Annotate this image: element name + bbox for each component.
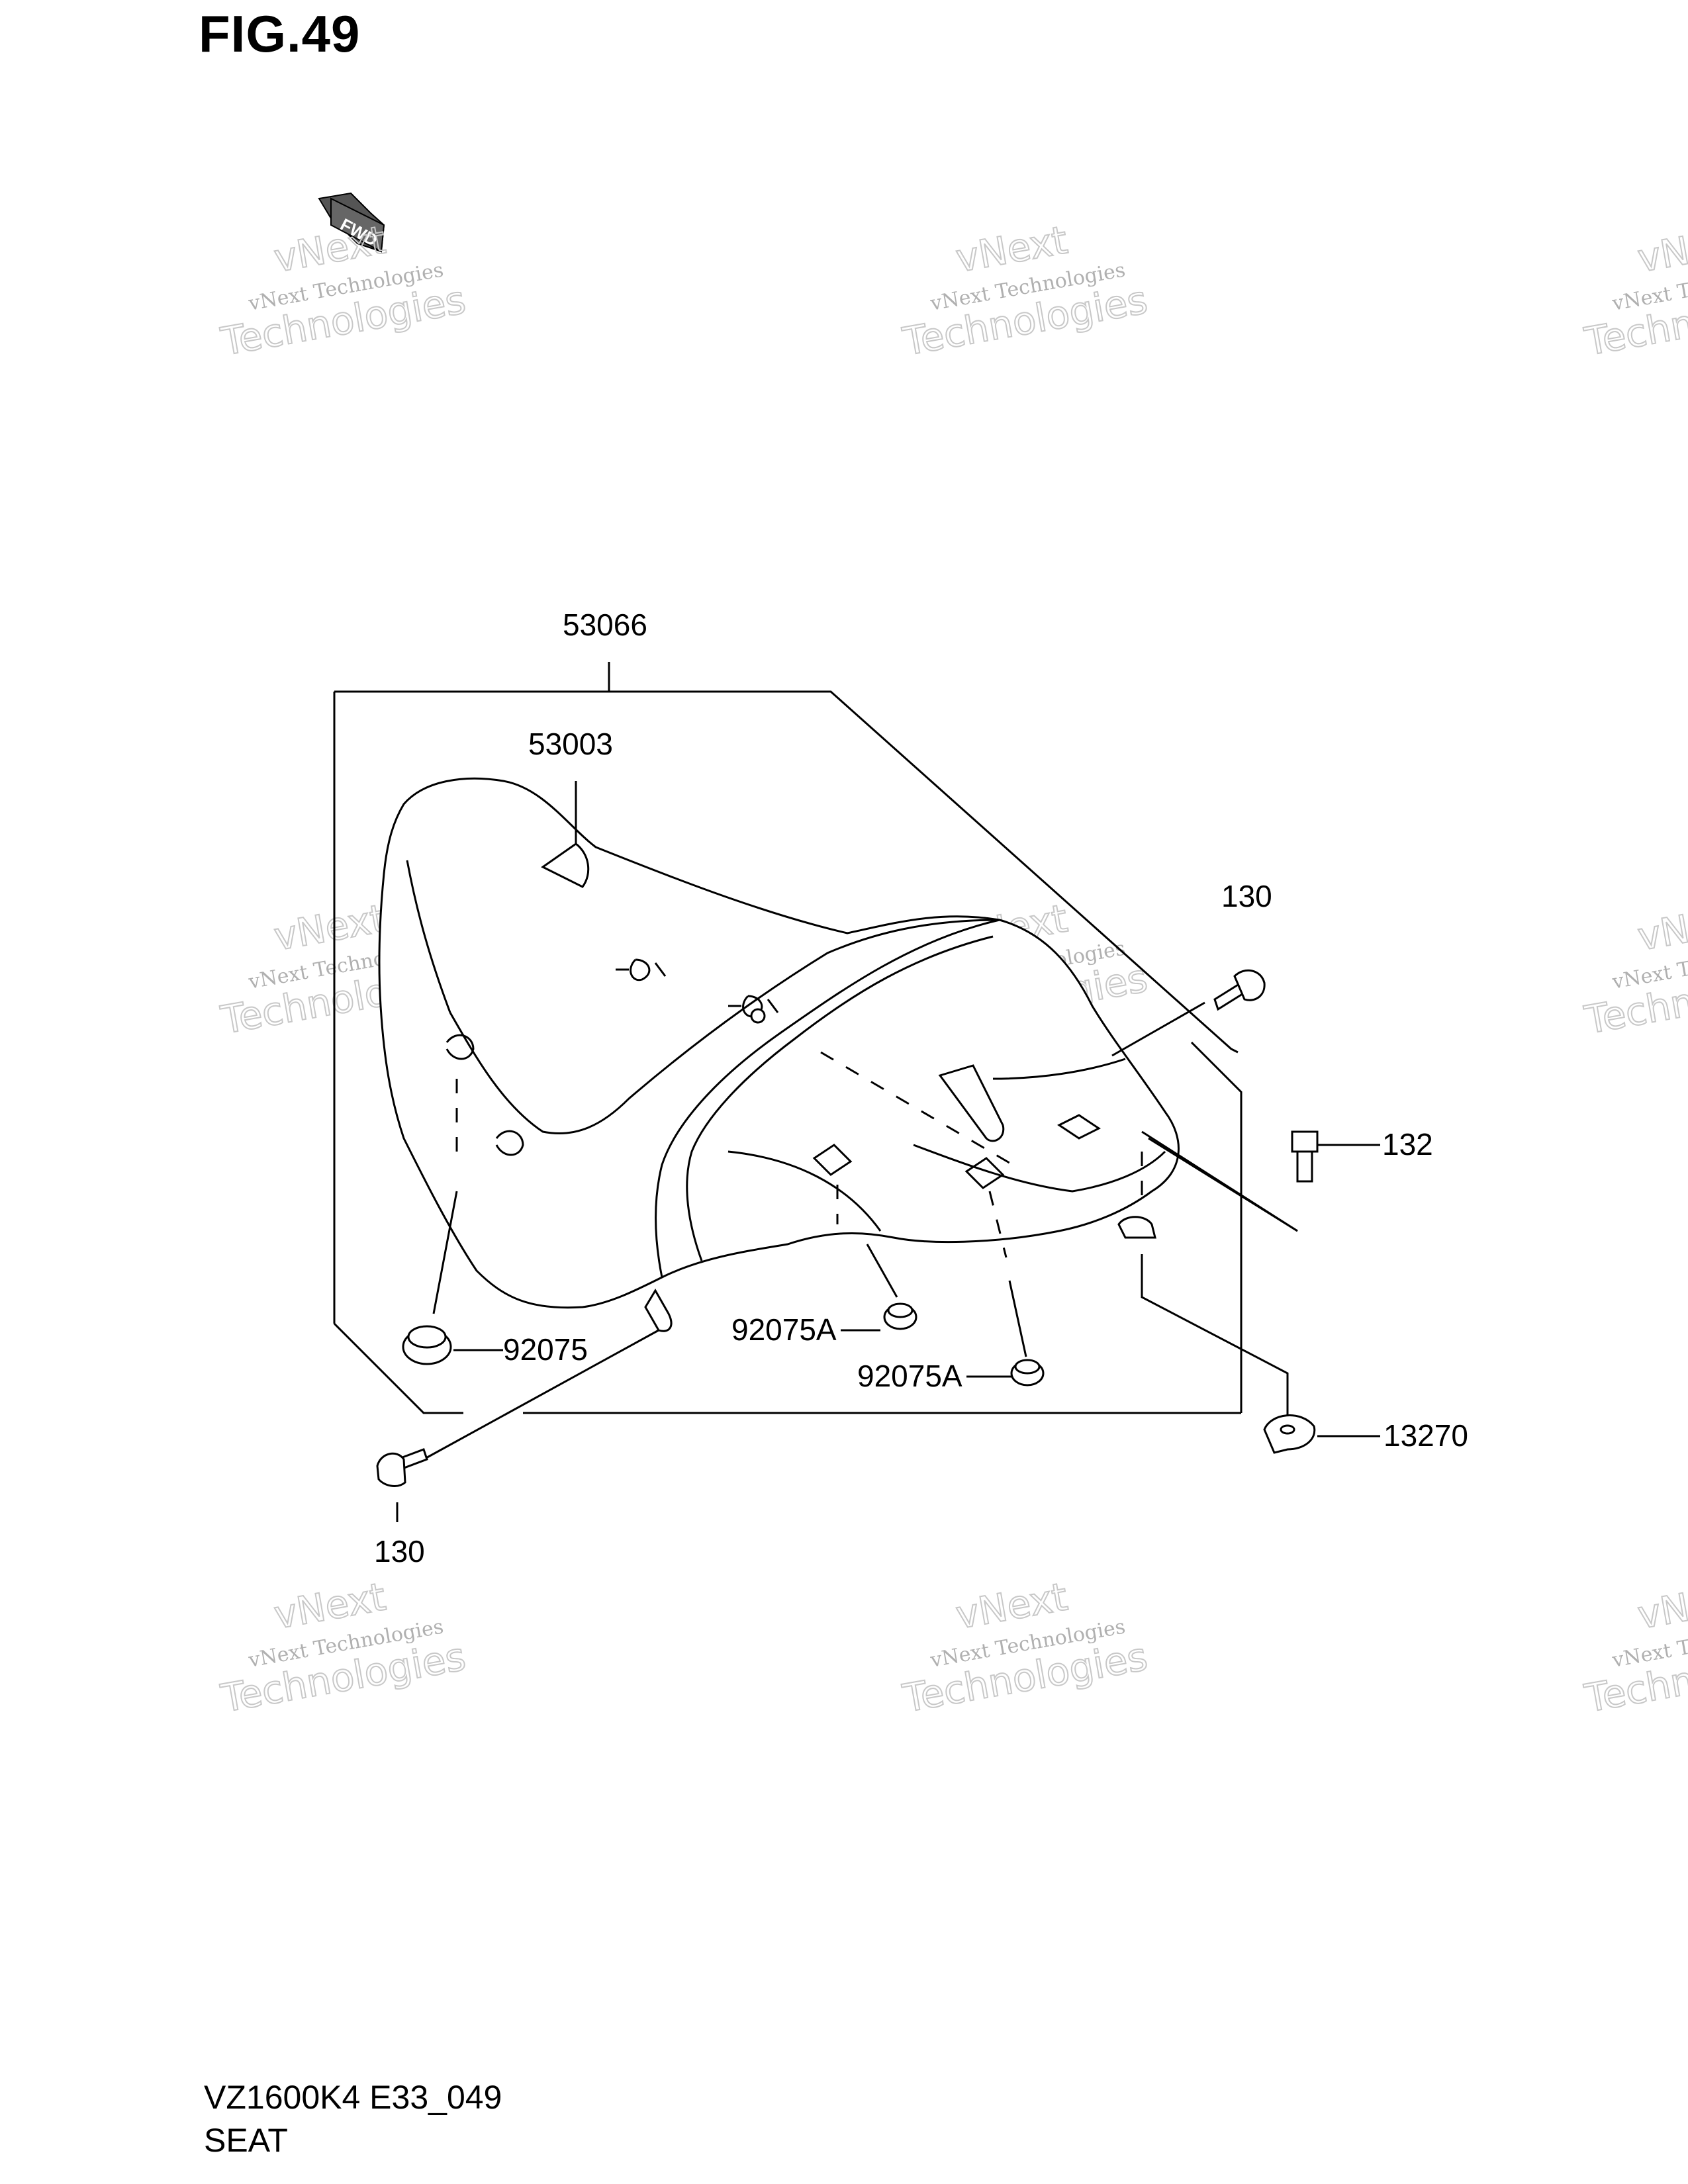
cushion-92075-icon [402, 1325, 452, 1365]
cushion-92075a-lower-icon [1010, 1359, 1045, 1387]
watermark-line1: vNext [1634, 1574, 1688, 1637]
part-label-92075a-lower: 92075A [857, 1359, 962, 1393]
watermark-line1: vNext [1634, 217, 1688, 281]
fwd-arrow-icon: FWD [318, 192, 385, 253]
section-name: SEAT [204, 2122, 288, 2159]
part-label-92075: 92075 [503, 1332, 588, 1367]
bolt-130-upper-icon [1213, 969, 1266, 1011]
leader-lines [396, 781, 1380, 1522]
watermark: vNext vNext Technologies Technologies [1581, 895, 1688, 1043]
model-code: VZ1600K4 E33_049 [204, 2079, 502, 2116]
watermark: vNext vNext Technologies Technologies [899, 216, 1152, 365]
bolt-130-lower-icon [376, 1448, 428, 1487]
part-label-130-upper: 130 [1221, 879, 1272, 913]
seat [378, 777, 1180, 1332]
part-label-132: 132 [1382, 1127, 1433, 1161]
watermark: vNext vNext Technologies Technologies [217, 216, 470, 365]
watermark: vNext vNext Technologies Technologies [899, 1573, 1152, 1721]
watermark: vNext vNext Technologies Technologies [1581, 1573, 1688, 1721]
watermark-line1: vNext [1634, 895, 1688, 959]
bolt-132-icon [1291, 1130, 1319, 1183]
part-label-13270: 13270 [1383, 1418, 1468, 1453]
watermark: vNext vNext Technologies Technologies [1581, 216, 1688, 365]
part-label-53066: 53066 [563, 608, 647, 642]
part-labels: 53066 53003 130 132 92075 92075A 92075A … [374, 608, 1468, 1569]
watermark: vNext vNext Technologies Technologies [217, 1573, 470, 1721]
cushion-92075a-upper-icon [883, 1302, 917, 1330]
assembly-bracket [333, 662, 1243, 1414]
part-label-92075a-upper: 92075A [731, 1312, 837, 1347]
part-label-53003: 53003 [528, 727, 613, 761]
figure-title: FIG.49 [199, 5, 361, 63]
plate-13270-icon [1263, 1414, 1316, 1454]
part-label-130-lower: 130 [374, 1534, 425, 1569]
hardware [376, 969, 1319, 1487]
